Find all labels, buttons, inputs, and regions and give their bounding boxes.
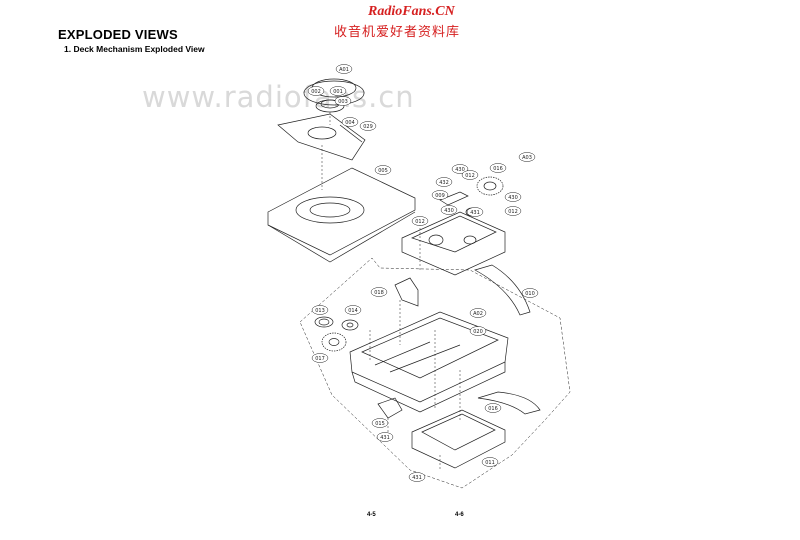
svg-text:005: 005 xyxy=(378,168,388,174)
part-label-28: 011 xyxy=(481,457,499,467)
part-label-23: 020 xyxy=(469,326,487,336)
svg-text:020: 020 xyxy=(473,329,483,335)
svg-text:017: 017 xyxy=(315,356,325,362)
svg-text:014: 014 xyxy=(348,308,358,314)
part-label-9: 430 xyxy=(451,164,469,174)
svg-text:013: 013 xyxy=(315,308,325,314)
svg-text:002: 002 xyxy=(311,89,321,95)
svg-text:016: 016 xyxy=(488,406,498,412)
part-label-13: 430 xyxy=(440,205,458,215)
part-labels: A01 002 001 003 004 029 005 A03 016 430 432 012 009 4… xyxy=(307,64,539,482)
svg-text:430: 430 xyxy=(455,167,465,173)
svg-text:016: 016 xyxy=(493,166,503,172)
svg-text:015: 015 xyxy=(375,421,385,427)
svg-text:004: 004 xyxy=(345,120,355,126)
page-title: EXPLODED VIEWS xyxy=(58,27,178,42)
part-label-0: A01 xyxy=(335,64,353,74)
svg-text:012: 012 xyxy=(508,209,518,215)
svg-text:029: 029 xyxy=(363,124,373,130)
svg-text:010: 010 xyxy=(525,291,535,297)
svg-text:012: 012 xyxy=(415,219,425,225)
part-label-3: 003 xyxy=(334,96,352,106)
part-label-14: 431 xyxy=(466,207,484,217)
part-label-6: 005 xyxy=(374,165,392,175)
part-label-15: 012 xyxy=(411,216,429,226)
part-label-18: 010 xyxy=(521,288,539,298)
svg-text:A02: A02 xyxy=(473,311,483,317)
svg-text:012: 012 xyxy=(465,173,475,179)
watermark: www.radiofans.cn xyxy=(142,80,415,114)
part-label-11: 012 xyxy=(461,170,479,180)
page-number-left: 4-5 xyxy=(367,512,376,518)
part-label-4: 004 xyxy=(341,117,359,127)
part-label-27: 431 xyxy=(376,432,394,442)
part-label-20: A02 xyxy=(469,308,487,318)
svg-text:003: 003 xyxy=(338,99,348,105)
svg-text:001: 001 xyxy=(333,89,343,95)
page-subtitle: 1. Deck Mechanism Exploded View xyxy=(64,44,205,54)
part-label-16: 430 xyxy=(504,192,522,202)
part-label-8: 016 xyxy=(489,163,507,173)
part-label-17: 012 xyxy=(504,206,522,216)
page-number-right: 4-6 xyxy=(455,512,464,518)
svg-text:A03: A03 xyxy=(522,155,532,161)
part-label-19: 018 xyxy=(370,287,388,297)
part-label-10: 432 xyxy=(435,177,453,187)
part-label-26: 015 xyxy=(371,418,389,428)
svg-text:431: 431 xyxy=(380,435,390,441)
part-label-24: 017 xyxy=(311,353,329,363)
svg-text:009: 009 xyxy=(435,193,445,199)
part-label-2: 001 xyxy=(329,86,347,96)
part-label-29: 431 xyxy=(408,472,426,482)
part-label-5: 029 xyxy=(359,121,377,131)
svg-text:A01: A01 xyxy=(339,67,349,73)
part-label-21: 013 xyxy=(311,305,329,315)
part-label-1: 002 xyxy=(307,86,325,96)
brand-logo-text: RadioFans.CN xyxy=(368,4,455,19)
part-label-25: 016 xyxy=(484,403,502,413)
svg-text:018: 018 xyxy=(374,290,384,296)
svg-text:430: 430 xyxy=(508,195,518,201)
brand-chinese-text: 收音机爱好者资料库 xyxy=(334,25,461,40)
svg-text:011: 011 xyxy=(485,460,495,466)
svg-text:431: 431 xyxy=(412,475,422,481)
part-label-12: 009 xyxy=(431,190,449,200)
part-label-7: A03 xyxy=(518,152,536,162)
svg-text:432: 432 xyxy=(439,180,449,186)
part-label-22: 014 xyxy=(344,305,362,315)
svg-text:431: 431 xyxy=(470,210,480,216)
svg-text:430: 430 xyxy=(444,208,454,214)
